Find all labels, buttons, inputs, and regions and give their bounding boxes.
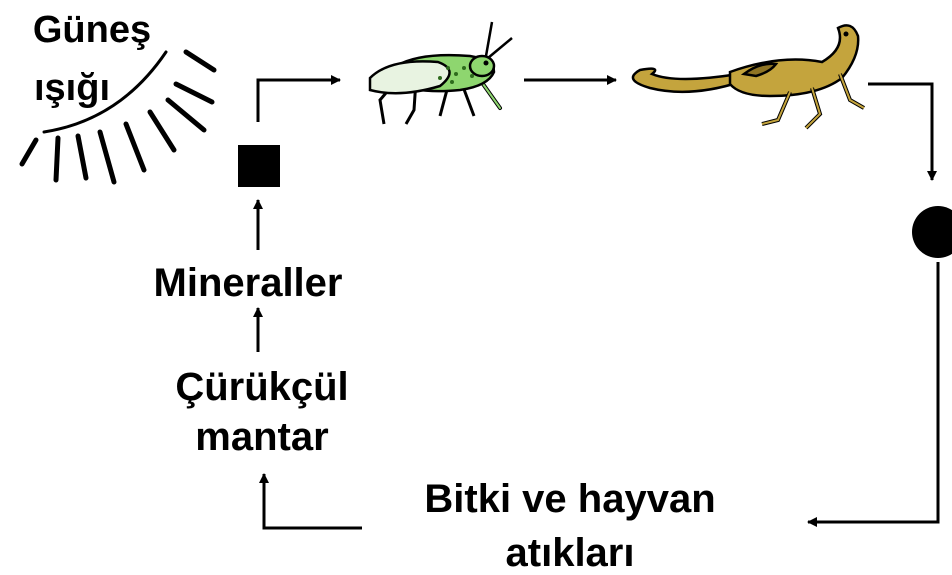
minerals-label: Mineraller bbox=[154, 261, 343, 305]
tertiary-consumer-circle-icon bbox=[912, 206, 952, 258]
waste-label-line2: atıkları bbox=[506, 531, 635, 575]
decomposer-label-line1: Çürükçül bbox=[175, 365, 348, 409]
decomposer-label-line2: mantar bbox=[195, 415, 328, 459]
arrow-producer-to-grasshopper bbox=[258, 80, 340, 122]
sunlight-label-line1: Güneş bbox=[33, 9, 151, 51]
lizard-icon bbox=[633, 25, 864, 128]
waste-label-line1: Bitki ve hayvan bbox=[424, 477, 715, 521]
sunlight-label-line2: ışığı bbox=[34, 67, 110, 109]
arrow-lizard-to-circle bbox=[868, 84, 932, 180]
arrow-waste-to-decomposer bbox=[264, 474, 362, 528]
arrow-circle-to-waste bbox=[808, 262, 938, 522]
producer-square-icon bbox=[238, 145, 280, 187]
grasshopper-icon bbox=[370, 22, 512, 124]
